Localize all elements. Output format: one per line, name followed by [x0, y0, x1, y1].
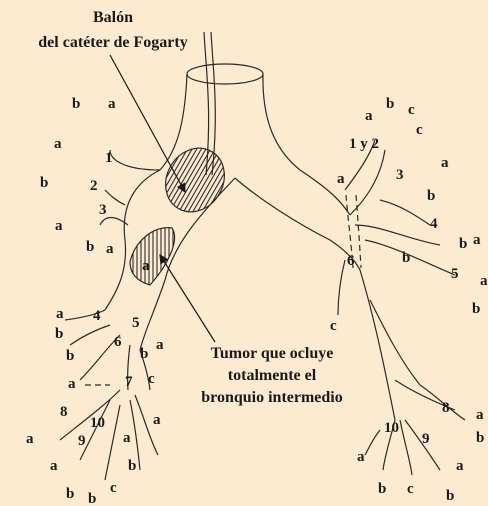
- segment-label: b: [476, 430, 484, 446]
- segment-label: b: [459, 236, 467, 252]
- tumor: [130, 228, 175, 285]
- segment-label: b: [427, 188, 435, 204]
- caption-balloon-line2: del catéter de Fogarty: [38, 34, 187, 51]
- segment-label: 4: [430, 216, 438, 232]
- segment-label: 5: [451, 266, 459, 282]
- tumor-arrow: [160, 255, 215, 342]
- segment-label: 3: [396, 167, 404, 183]
- segment-label: c: [148, 371, 155, 387]
- segment-label: 10: [384, 420, 399, 436]
- segment-label: b: [66, 486, 74, 502]
- segment-label: a: [156, 337, 164, 353]
- segment-label: a: [106, 241, 114, 257]
- segment-label: a: [337, 171, 345, 187]
- segment-label: 7: [125, 374, 133, 390]
- segment-label: b: [128, 458, 136, 474]
- caption-tumor-line2: totalmente el: [228, 367, 317, 384]
- segment-label: b: [378, 481, 386, 497]
- segment-label: a: [26, 431, 34, 447]
- segment-label: b: [86, 239, 94, 255]
- segment-label: a: [123, 430, 131, 446]
- segment-label: a: [68, 376, 76, 392]
- segment-label: a: [108, 96, 116, 112]
- segment-label: a: [441, 155, 449, 171]
- left-segment-labels: b a a 1 b 2 3 a b a a a 4 b 5 b 6 a b a …: [26, 96, 164, 506]
- segment-label: 1: [105, 150, 113, 166]
- segment-label: 8: [60, 404, 68, 420]
- segment-label: 10: [90, 415, 105, 431]
- segment-label: a: [456, 458, 464, 474]
- segment-label: a: [56, 306, 64, 322]
- caption-balloon-line1: Balón: [93, 9, 133, 26]
- caption-tumor-line1: Tumor que ocluye: [211, 345, 334, 362]
- right-segment-labels: a b c 1 y 2 c a 3 a b 4 a b 6 b 5 a b c …: [330, 96, 488, 504]
- segment-label: b: [88, 491, 96, 506]
- left-lower-branches: [60, 310, 158, 480]
- segment-label: a: [142, 258, 150, 274]
- segment-label: 9: [422, 431, 430, 447]
- segment-label: 8: [442, 400, 450, 416]
- segment-label: b: [472, 301, 480, 317]
- segment-label: a: [55, 218, 63, 234]
- balloon-arrow: [110, 55, 185, 192]
- segment-label: b: [402, 250, 410, 266]
- segment-label: b: [140, 346, 148, 362]
- segment-label: 4: [93, 308, 101, 324]
- right-lower-branches: [365, 380, 465, 475]
- segment-label: 9: [78, 433, 86, 449]
- segment-label: a: [153, 412, 161, 428]
- segment-label: b: [66, 348, 74, 364]
- segment-label: 3: [99, 202, 107, 218]
- segment-label: a: [476, 407, 484, 423]
- segment-label: b: [72, 96, 80, 112]
- segment-label: c: [330, 318, 337, 334]
- segment-label: b: [40, 175, 48, 191]
- fogarty-balloon: [154, 137, 235, 222]
- segment-label: c: [416, 122, 423, 138]
- segment-label: b: [386, 96, 394, 112]
- segment-label: 2: [90, 178, 98, 194]
- segment-label: c: [110, 480, 117, 496]
- caption-tumor-line3: bronquio intermedio: [201, 389, 343, 406]
- segment-label: a: [54, 136, 62, 152]
- segment-label: c: [408, 102, 415, 118]
- segment-label: a: [480, 273, 488, 289]
- segment-label: 1 y 2: [349, 136, 379, 152]
- segment-label: 5: [132, 315, 140, 331]
- segment-label: a: [50, 458, 58, 474]
- segment-label: a: [473, 232, 481, 248]
- segment-label: a: [365, 108, 373, 124]
- segment-label: a: [357, 449, 365, 465]
- segment-label: b: [446, 488, 454, 504]
- segment-label: c: [407, 481, 414, 497]
- segment-label: b: [55, 326, 63, 342]
- segment-label: 6: [347, 253, 355, 269]
- segment-label: 6: [114, 334, 122, 350]
